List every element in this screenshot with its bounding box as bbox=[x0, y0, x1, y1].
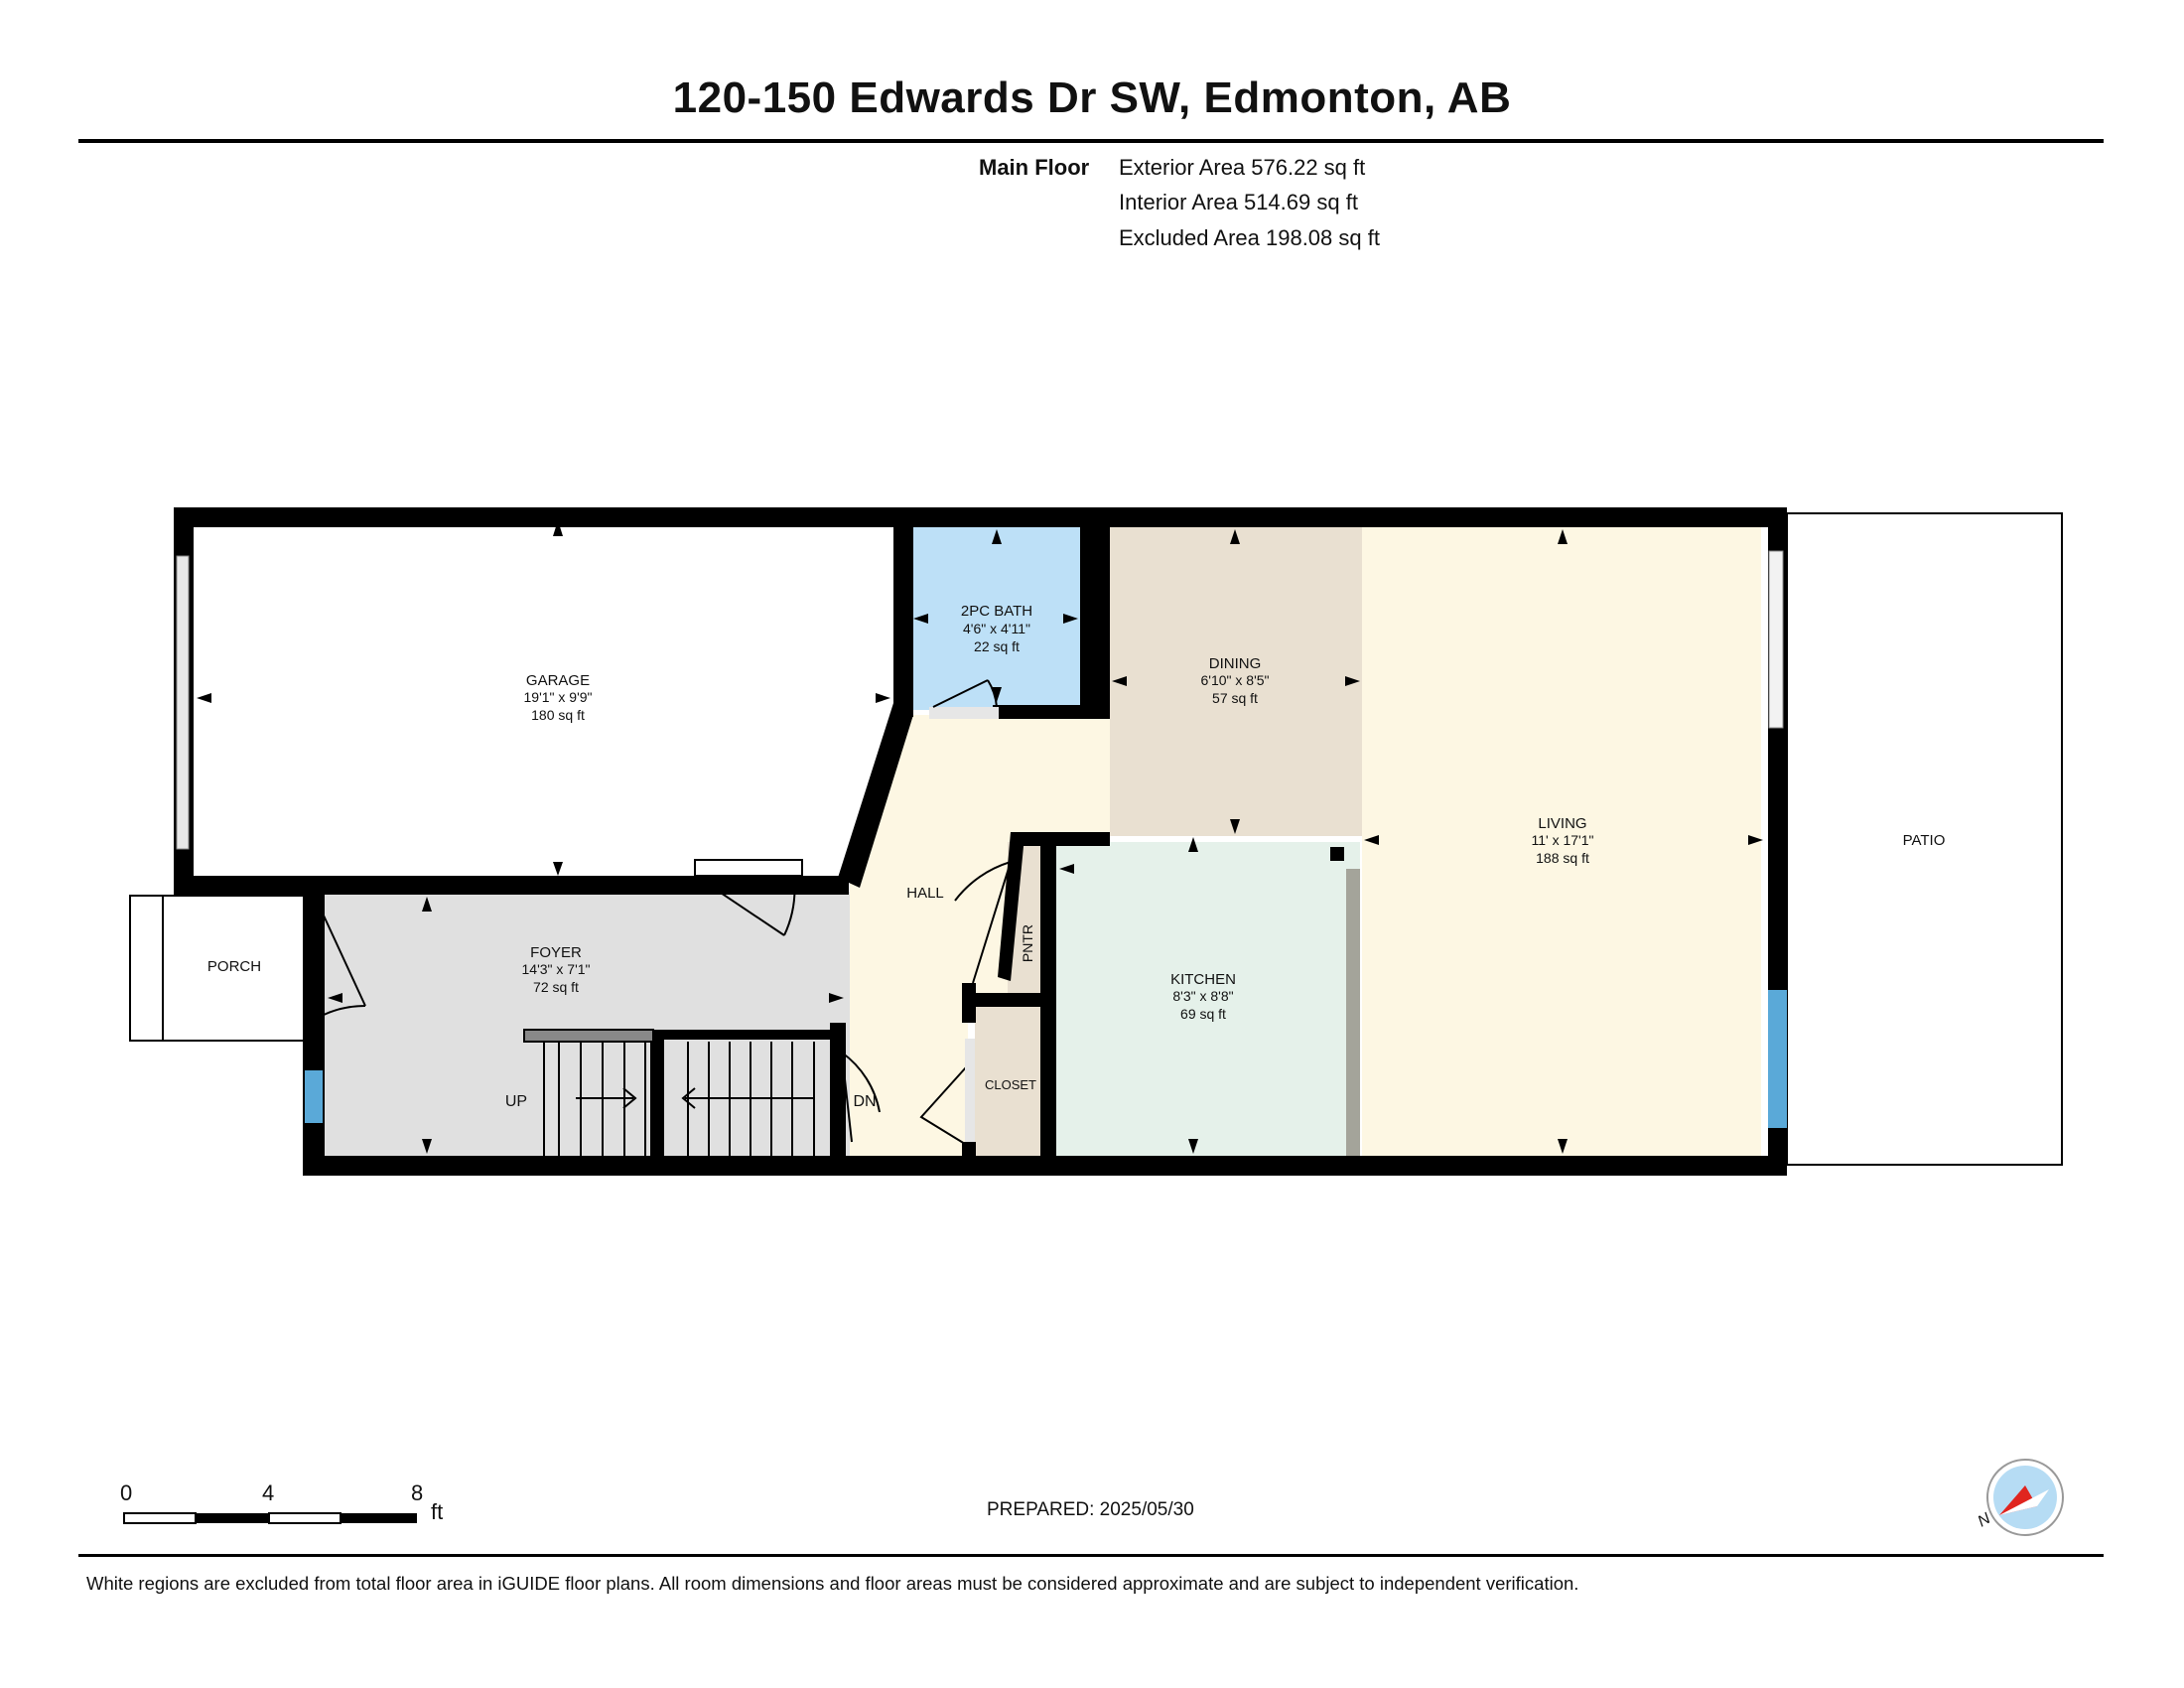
living-dims: 11' x 17'1" bbox=[1532, 832, 1594, 848]
garage-label: GARAGE bbox=[526, 672, 590, 689]
hall-label: HALL bbox=[906, 885, 944, 902]
kitchen-dims: 8'3" x 8'8" bbox=[1172, 988, 1233, 1004]
wall bbox=[1080, 518, 1110, 717]
wall bbox=[303, 1156, 1787, 1176]
door-swing bbox=[841, 1052, 881, 1143]
foyer-label: FOYER bbox=[530, 944, 582, 961]
door-swing bbox=[919, 1066, 967, 1145]
header-divider bbox=[78, 139, 2104, 143]
stairs-up-label: UP bbox=[505, 1093, 527, 1110]
pantry-label: PNTR bbox=[1020, 924, 1035, 962]
garage-door-opening bbox=[694, 859, 803, 877]
wall bbox=[998, 832, 1024, 981]
kitchen-area: 69 sq ft bbox=[1180, 1006, 1226, 1022]
disclaimer-text: White regions are excluded from total fl… bbox=[86, 1573, 1579, 1594]
door-opening bbox=[965, 1039, 975, 1142]
bath-dims: 4'6" x 4'11" bbox=[963, 621, 1030, 636]
wall bbox=[1011, 832, 1110, 846]
wall bbox=[993, 705, 1110, 719]
wall bbox=[303, 890, 325, 1174]
living-area: 188 sq ft bbox=[1536, 850, 1589, 866]
patio-label: PATIO bbox=[1903, 832, 1946, 849]
footer-divider bbox=[78, 1554, 2104, 1557]
page-title: 120-150 Edwards Dr SW, Edmonton, AB bbox=[672, 73, 1512, 122]
garage-area: 180 sq ft bbox=[531, 707, 585, 723]
wall bbox=[174, 507, 1787, 527]
dining-area: 57 sq ft bbox=[1212, 690, 1258, 706]
dimension-arrows bbox=[197, 520, 1763, 1154]
compass-icon: N bbox=[1976, 1459, 2064, 1536]
porch-label: PORCH bbox=[207, 958, 261, 975]
wall bbox=[174, 876, 849, 895]
wall bbox=[962, 1142, 976, 1162]
living-label: LIVING bbox=[1538, 815, 1586, 832]
closet-label: CLOSET bbox=[985, 1077, 1036, 1092]
living-floor bbox=[1362, 526, 1761, 1156]
wall bbox=[830, 1023, 846, 1156]
foyer-floor bbox=[323, 892, 850, 1156]
kitchen-counter bbox=[1346, 869, 1360, 1156]
stairs-down-label: DN bbox=[853, 1093, 876, 1110]
bath-floor bbox=[911, 526, 1080, 710]
wall bbox=[648, 1030, 836, 1040]
hall-floor bbox=[850, 715, 1110, 1156]
wall bbox=[893, 518, 913, 717]
bath-area: 22 sq ft bbox=[974, 638, 1020, 654]
dining-label: DINING bbox=[1209, 655, 1262, 672]
prepared-date: PREPARED: 2025/05/30 bbox=[987, 1499, 1194, 1520]
door-swing bbox=[699, 878, 796, 936]
bath-label: 2PC BATH bbox=[961, 603, 1032, 620]
foyer-area: 72 sq ft bbox=[533, 979, 579, 995]
scale-unit: ft bbox=[431, 1499, 444, 1524]
wall bbox=[1040, 842, 1056, 1156]
wall bbox=[650, 1030, 664, 1156]
window bbox=[305, 1070, 323, 1123]
stairs-down bbox=[681, 1042, 815, 1156]
window bbox=[1768, 550, 1784, 729]
exterior-area: Exterior Area 576.22 sq ft bbox=[1119, 155, 1366, 180]
foyer-dims: 14'3" x 7'1" bbox=[522, 961, 591, 977]
wall bbox=[968, 993, 1045, 1007]
window bbox=[1768, 990, 1787, 1128]
stairs-up bbox=[523, 1029, 654, 1156]
garage-dims: 19'1" x 9'9" bbox=[524, 689, 593, 705]
window bbox=[176, 555, 190, 850]
scale-bar bbox=[123, 1512, 417, 1524]
floor-name: Main Floor bbox=[979, 155, 1090, 180]
excluded-area: Excluded Area 198.08 sq ft bbox=[1119, 225, 1380, 250]
scale-tick-8: 8 bbox=[411, 1480, 424, 1505]
door-swing bbox=[954, 861, 1012, 984]
wall bbox=[838, 703, 913, 888]
scale-tick-0: 0 bbox=[120, 1480, 133, 1505]
door-opening bbox=[929, 707, 999, 719]
interior-area: Interior Area 514.69 sq ft bbox=[1119, 190, 1358, 214]
door-swing bbox=[323, 914, 366, 1016]
garage-floor bbox=[192, 522, 893, 878]
closet-floor bbox=[975, 1003, 1045, 1156]
dining-floor bbox=[1110, 526, 1362, 836]
kitchen-floor bbox=[1055, 842, 1360, 1156]
wall bbox=[962, 983, 976, 1023]
kitchen-label: KITCHEN bbox=[1170, 971, 1236, 988]
scale-tick-4: 4 bbox=[262, 1480, 275, 1505]
dining-dims: 6'10" x 8'5" bbox=[1201, 672, 1270, 688]
wall bbox=[1330, 847, 1344, 861]
